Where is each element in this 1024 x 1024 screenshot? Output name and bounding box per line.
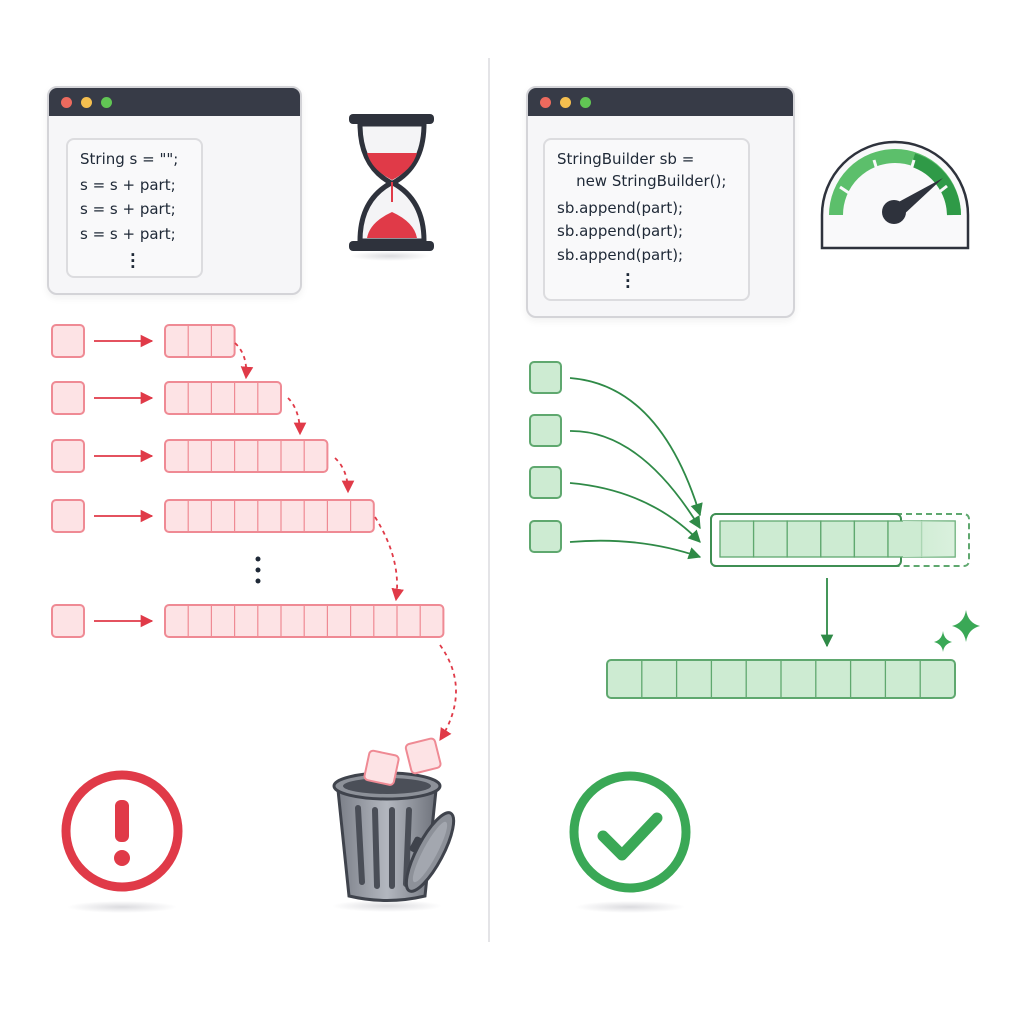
concat-row [51,439,329,473]
code-line: new StringBuilder(); [557,172,727,190]
part-block [529,520,562,553]
buffer-cell [853,520,889,558]
left-rows-ellipsis [255,556,261,584]
minimize-dot [560,96,571,108]
right-append-inputs [529,361,562,553]
maximize-dot [580,96,591,108]
part-block [51,324,85,358]
concat-row [51,604,445,638]
trash-can-icon [332,737,456,912]
part-block [529,414,562,447]
close-dot [61,96,72,108]
sparkle-icon [934,610,980,652]
maximize-dot [101,96,112,108]
code-line: s = s + part; [80,176,176,194]
hourglass-icon [349,114,434,261]
buffer-cell [719,520,755,558]
part-block [51,439,85,473]
string-copy [164,381,282,415]
left-code-block: String s = ""; s = s + part; s = s + par… [66,138,203,278]
minimize-dot [81,96,92,108]
part-block [51,499,85,533]
copy-step-arrows [234,342,457,742]
right-code-window: StringBuilder sb = new StringBuilder(); … [526,86,795,318]
left-code-window: String s = ""; s = s + part; s = s + par… [47,86,302,295]
code-line: sb.append(part); [557,222,684,240]
buffer-cell [752,520,788,558]
buffer-cell [820,520,856,558]
code-ellipsis: ··· [130,246,136,276]
speedometer-icon [820,140,970,250]
code-line: sb.append(part); [557,246,684,264]
part-block [529,466,562,499]
concat-row [51,381,282,415]
concat-row [51,324,236,358]
part-block [51,381,85,415]
left-concat-rows [51,324,445,638]
panel-divider [488,58,490,942]
right-window-titlebar [528,88,793,116]
code-line: sb.append(part); [557,199,684,217]
left-window-titlebar [49,88,300,116]
code-line: StringBuilder sb = [557,150,695,168]
concat-row [51,499,375,533]
part-block [51,604,85,638]
close-dot [540,96,551,108]
buffer-fade-cell [903,521,963,557]
append-arrows [569,377,703,560]
string-copy [164,439,329,473]
right-code-block: StringBuilder sb = new StringBuilder(); … [543,138,750,301]
result-string-cells [606,659,956,699]
string-copy [164,499,375,533]
string-copy [164,324,236,358]
code-line: s = s + part; [80,225,176,243]
exclamation-icon [61,770,183,913]
buffer-cell [786,520,822,558]
code-ellipsis: ··· [625,266,631,296]
code-line: String s = ""; [80,150,179,168]
checkmark-icon [569,771,691,913]
part-block [529,361,562,394]
code-line: s = s + part; [80,200,176,218]
